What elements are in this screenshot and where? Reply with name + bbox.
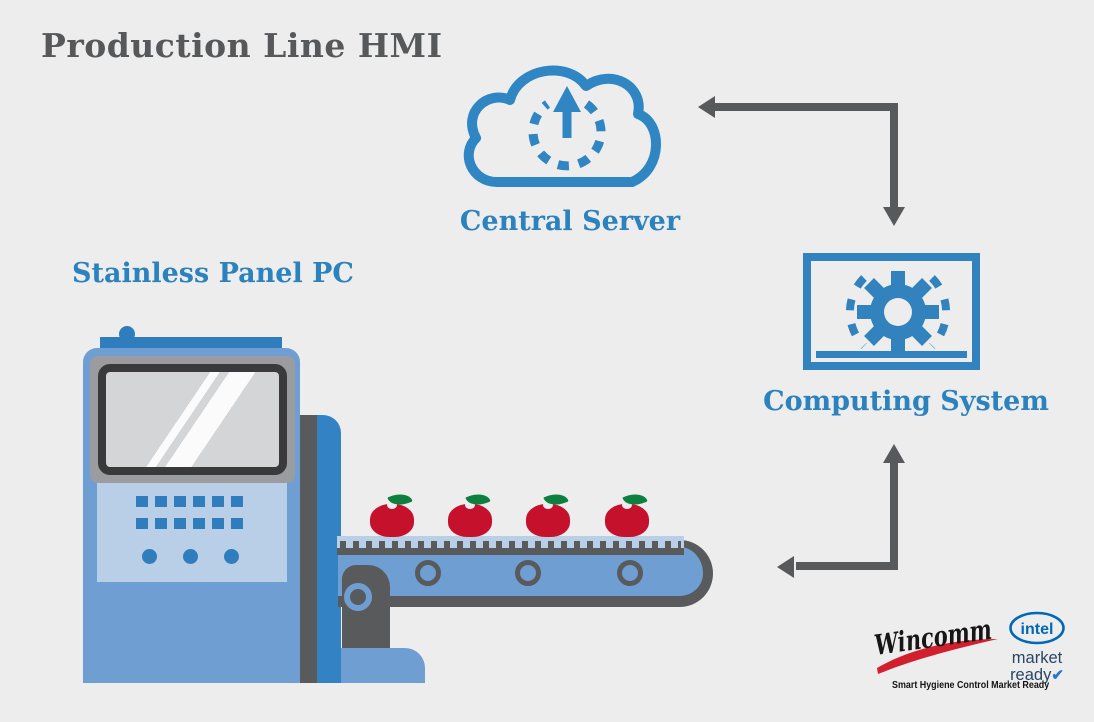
belt-roller: [515, 560, 541, 586]
monitor-gear-icon: [803, 253, 980, 370]
wincomm-swoosh: [877, 639, 998, 674]
pivot-hub: [344, 583, 372, 611]
keypad-button: [231, 518, 243, 529]
intel-oval: [1009, 611, 1065, 645]
apple-dimple: [543, 501, 553, 509]
apple: [605, 489, 649, 537]
dashed-sync-circle: [528, 100, 606, 171]
arrow-horizontal-line: [714, 103, 898, 111]
belt-foot: [341, 648, 425, 683]
arrow-left-head: [698, 96, 715, 118]
keypad-button: [174, 518, 186, 529]
keypad-button: [155, 496, 167, 507]
keypad-button: [155, 518, 167, 529]
apple: [526, 489, 570, 537]
keypad-button: [193, 496, 205, 507]
dashed-arc-right: [929, 275, 951, 349]
dashed-arc-left: [845, 275, 867, 349]
belt-pivot: [342, 565, 390, 653]
central-server-label: Central Server: [459, 206, 681, 237]
keypad-round-button: [183, 549, 198, 564]
apple: [370, 489, 414, 537]
panel-top-bar: [100, 337, 282, 350]
apple-dimple: [387, 501, 397, 509]
belt-roller: [617, 560, 643, 586]
upload-arrow-head: [553, 86, 581, 112]
apple: [448, 489, 492, 537]
keypad-panel: [97, 483, 287, 582]
keypad-button: [212, 496, 224, 507]
wincomm-logo: Wincomm: [874, 613, 998, 674]
gear-icon: [845, 271, 951, 353]
panel-screen: [98, 364, 287, 475]
tagline: Smart Hygiene Control Market Ready: [892, 679, 1050, 691]
keypad-button: [136, 496, 148, 507]
keypad-button: [212, 518, 224, 529]
arrow-up-head: [883, 444, 905, 463]
belt-track-band: [337, 548, 684, 555]
intel-market-ready-badge: intel market ready✔: [1003, 611, 1071, 684]
page-title: Production Line HMI: [41, 26, 443, 65]
apple-dimple: [622, 501, 632, 509]
cloud-upload-icon: [463, 65, 661, 187]
cloud-outline: [463, 65, 661, 187]
arrow-horizontal-line: [796, 562, 898, 570]
arrow-vertical-line: [890, 103, 898, 208]
belt-roller: [415, 560, 441, 586]
keypad-button: [231, 496, 243, 507]
intel-wordmark: intel: [1021, 621, 1054, 638]
keypad-button: [174, 496, 186, 507]
stainless-panel-pc-label: Stainless Panel PC: [72, 258, 354, 289]
intel-logo: intel: [1009, 611, 1065, 645]
computing-system-label: Computing System: [763, 386, 1049, 417]
arrow-down-head: [883, 207, 905, 226]
check-icon: ✔: [1051, 666, 1064, 684]
apple-dimple: [465, 501, 475, 509]
arrow-left-head: [777, 556, 794, 578]
gear-hole: [884, 298, 912, 326]
keypad-button: [136, 518, 148, 529]
keypad-round-button: [142, 549, 157, 564]
ready-text: ready: [1010, 665, 1052, 684]
belt-teeth: [340, 541, 681, 548]
keypad-round-button: [224, 549, 239, 564]
keypad-button: [193, 518, 205, 529]
panel-side-shadow: [300, 415, 317, 683]
monitor-base-line: [816, 351, 967, 358]
market-ready-text-line1: market: [1011, 649, 1063, 667]
arrow-vertical-line: [890, 461, 898, 570]
market-ready-text-line2: ready✔: [1003, 665, 1071, 684]
